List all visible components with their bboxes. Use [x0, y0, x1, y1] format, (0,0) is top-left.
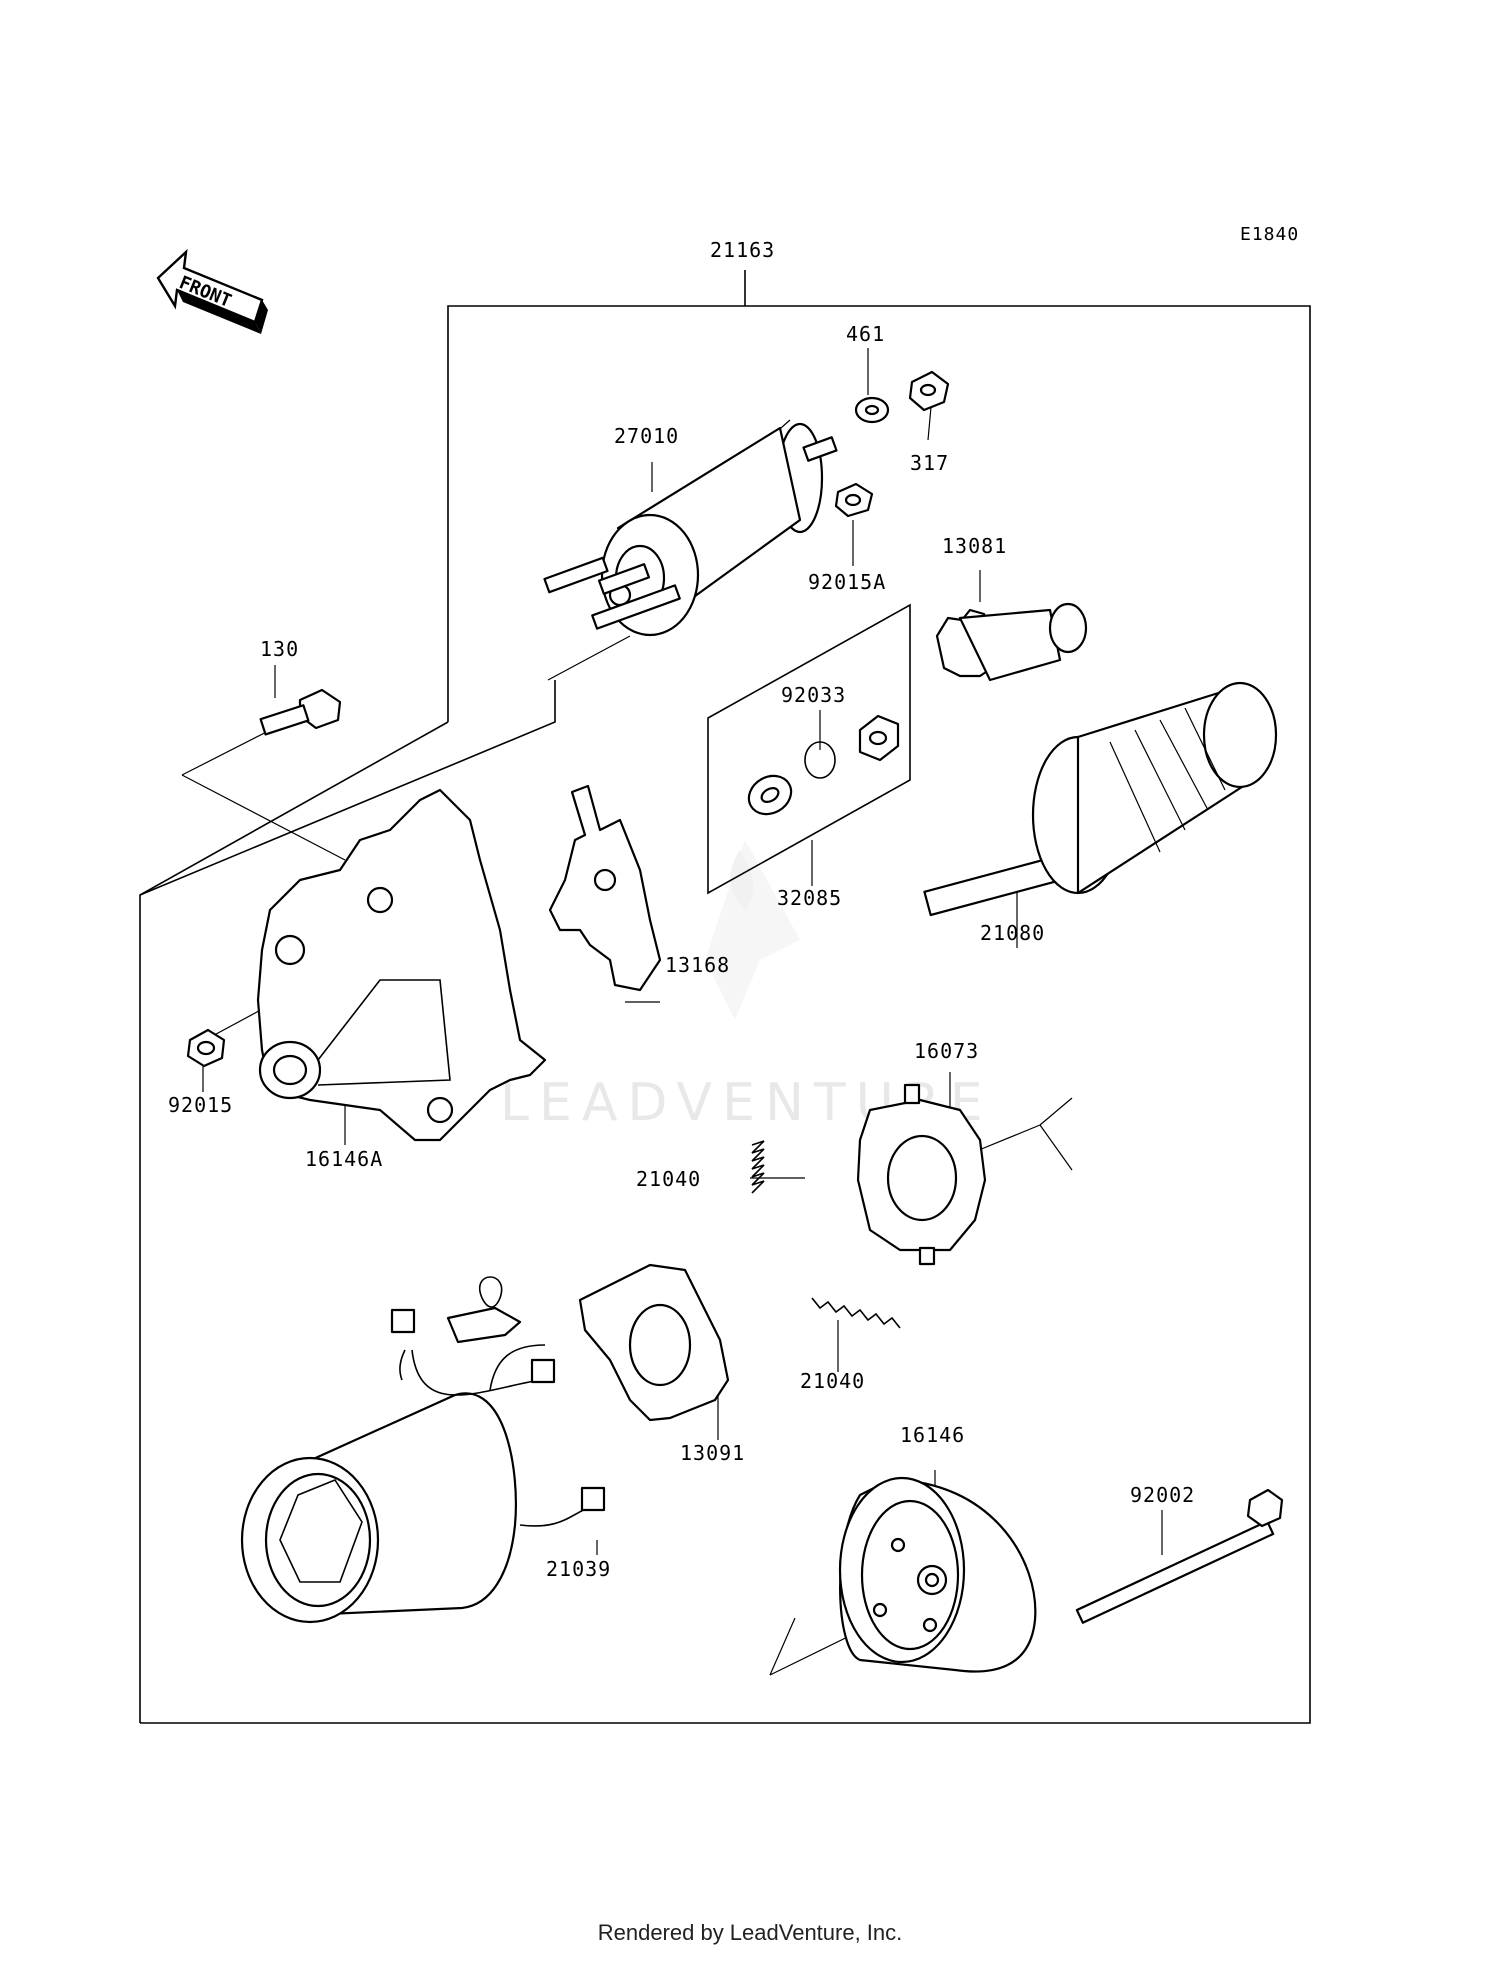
label-21080: 21080	[980, 921, 1045, 945]
label-13081: 13081	[942, 534, 1007, 558]
front-housing-16146A	[256, 788, 547, 1142]
nut-317	[908, 370, 950, 412]
nut-92015	[186, 1028, 226, 1068]
spring-21040-a	[751, 1140, 765, 1194]
label-92033: 92033	[781, 683, 846, 707]
footer-credit: Rendered by LeadVenture, Inc.	[597, 1920, 903, 1945]
label-92015A: 92015A	[808, 570, 886, 594]
label-21040-b: 21040	[800, 1369, 865, 1393]
rear-cover-16146	[838, 1476, 1037, 1673]
bolt-130	[259, 688, 342, 736]
watermark-logo	[705, 840, 800, 1020]
label-21163: 21163	[710, 238, 775, 262]
kit-box-32085	[707, 603, 911, 895]
front-arrow-icon: FRONT	[156, 248, 268, 334]
armature-21080	[923, 681, 1278, 917]
spring-21040-b	[811, 1297, 901, 1329]
label-92015: 92015	[168, 1093, 233, 1117]
diagram-code: E1840	[1240, 224, 1299, 245]
label-21040-a: 21040	[636, 1167, 701, 1191]
nut-92015A	[834, 482, 874, 518]
label-92002: 92002	[1130, 1483, 1195, 1507]
label-32085: 32085	[777, 886, 842, 910]
label-16073: 16073	[914, 1039, 979, 1063]
through-bolt-92002	[1075, 1488, 1284, 1624]
washer-461	[854, 396, 890, 424]
brush-plate-16073	[856, 1083, 987, 1266]
label-16146: 16146	[900, 1423, 965, 1447]
label-16146A: 16146A	[305, 1147, 383, 1171]
brush-holder-13091	[578, 1263, 730, 1422]
label-461: 461	[846, 322, 885, 346]
assembly-bracket	[139, 270, 1311, 1724]
yoke-21039	[240, 1276, 606, 1624]
part-labels: 21163 461 317 27010 92015A 13081 130 920…	[168, 238, 1195, 1581]
label-317: 317	[910, 451, 949, 475]
label-130: 130	[260, 637, 299, 661]
drive-clutch-13081	[935, 602, 1088, 682]
solenoid-27010	[543, 422, 838, 637]
collar-92033-kit	[747, 714, 900, 816]
label-27010: 27010	[614, 424, 679, 448]
label-13091: 13091	[680, 1441, 745, 1465]
label-13168: 13168	[665, 953, 730, 977]
label-21039: 21039	[546, 1557, 611, 1581]
shift-lever-13168	[548, 784, 662, 992]
